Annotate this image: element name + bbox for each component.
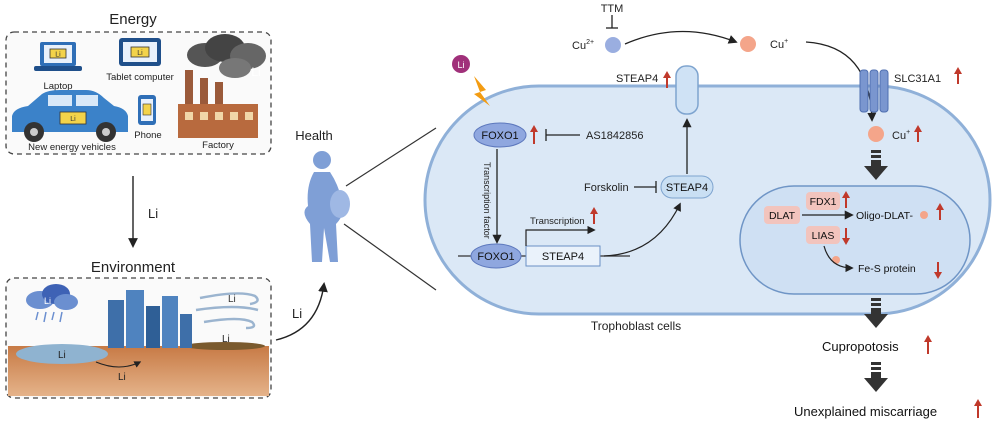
- cu2-dot: [605, 37, 621, 53]
- foxo1-dna-label: FOXO1: [477, 251, 514, 263]
- cuproptosis-up-arrow: [924, 335, 932, 354]
- transcription-factor-label: Transcription factor: [482, 162, 492, 239]
- foxo1-dna-bound: [470, 243, 522, 269]
- miscarriage-label: Unexplained miscarriage: [794, 404, 937, 419]
- cu1-dot: [740, 36, 756, 52]
- steap4-gene-box: [525, 245, 601, 267]
- li-ion: [452, 55, 470, 73]
- fdx1-label: FDX1: [810, 196, 837, 208]
- mito-to-cuproptosis-arrow: [864, 298, 888, 328]
- lias-box: [806, 226, 840, 244]
- lias-down-arrow: [842, 228, 850, 245]
- steap4-protein: [660, 175, 714, 199]
- dlat-label: DLAT: [769, 210, 796, 222]
- cuproptosis-to-miscarriage-arrow: [864, 362, 888, 392]
- dlat-box: [764, 206, 800, 224]
- environment-title: Environment: [91, 259, 176, 276]
- steap4-gene-label: STEAP4: [542, 251, 584, 263]
- fdx1-up-arrow: [842, 191, 850, 208]
- pregnant-woman-icon: [304, 151, 350, 262]
- ttm-label: TTM: [601, 3, 624, 15]
- cu1-superscript: +: [784, 38, 788, 45]
- cu-inside-label: Cu+: [892, 129, 910, 142]
- field-li-label: Li: [222, 334, 230, 345]
- cu-to-mitochondrion-arrow: [864, 150, 888, 180]
- zoom-line-bottom: [343, 223, 437, 291]
- transcription-factor-text: Transcription factor: [482, 162, 492, 239]
- transcription-label: Transcription: [530, 216, 585, 227]
- laptop-icon: [34, 42, 82, 71]
- factory-icon: [178, 34, 266, 138]
- health-label: Health: [295, 128, 333, 143]
- slc31a1-transporter: [859, 69, 889, 113]
- forskolin-label: Forskolin: [584, 182, 629, 194]
- slc31a1-up-arrow: [954, 67, 962, 84]
- steap4-protein-label: STEAP4: [666, 182, 708, 194]
- miscarriage-up-arrow: [974, 399, 982, 418]
- transcription-up-arrow: [590, 207, 598, 224]
- cu1-text: Cu: [770, 39, 784, 51]
- lias-label: LIAS: [812, 230, 835, 242]
- lias-to-fes-arrow: [823, 245, 854, 273]
- cu2-to-cu1-arrow: [624, 30, 738, 45]
- foxo1-label: FOXO1: [481, 130, 518, 142]
- as1842856-label: AS1842856: [586, 130, 644, 142]
- gene-to-steap4-arrow: [603, 202, 681, 257]
- tablet-icon: [119, 38, 161, 66]
- lightning-icon: [474, 76, 490, 106]
- laptop-battery-label: Li: [55, 52, 61, 59]
- fdx1-box: [806, 192, 840, 210]
- wind-li-label: Li: [228, 294, 236, 305]
- steap4-membrane-up-arrow: [663, 71, 671, 88]
- phone-label: Phone: [134, 130, 161, 141]
- tablet-battery-label: Li: [137, 50, 143, 57]
- environment-to-health-arrow: [275, 282, 328, 341]
- phone-icon: [138, 95, 156, 125]
- lake-li-label: Li: [58, 350, 66, 361]
- tablet-label: Tablet computer: [106, 72, 174, 83]
- cu-inside-up-arrow: [914, 125, 922, 142]
- lake-to-ground-arrow: [95, 361, 142, 368]
- li-ion-label: Li: [457, 60, 464, 70]
- energy-title: Energy: [109, 11, 157, 28]
- laptop-label: Laptop: [43, 81, 72, 92]
- car-icon: [12, 90, 128, 142]
- fes-protein-label: Fe-S protein: [858, 263, 916, 275]
- car-label: New energy vehicles: [28, 142, 116, 153]
- cu-inside-superscript: +: [906, 129, 910, 136]
- cu1-label: Cu+: [770, 38, 788, 51]
- oligo-dlat-cu-dot: [920, 211, 928, 219]
- energy-arrow-li-label: Li: [148, 206, 158, 221]
- cu2-label: Cu2+: [572, 39, 594, 52]
- oligo-dlat-label: Oligo-DLAT-: [856, 210, 913, 222]
- cu-inside-dot: [868, 126, 884, 142]
- cuproptosis-label: Cupropotosis: [822, 339, 899, 354]
- cu2-text: Cu: [572, 40, 586, 52]
- cu-inside-text: Cu: [892, 130, 906, 142]
- car-battery-label: Li: [70, 116, 76, 123]
- slc31a1-label: SLC31A1: [894, 73, 941, 85]
- environment-arrow-li-label: Li: [292, 306, 302, 321]
- fes-cu-dot: [832, 256, 840, 264]
- transcription-arrow: [525, 225, 596, 246]
- cloud-li-label: Li: [44, 296, 51, 306]
- steap4-membrane-channel: [675, 65, 699, 115]
- fes-down-arrow: [934, 262, 942, 279]
- factory-label: Factory: [202, 140, 234, 151]
- ground-li-label: Li: [118, 372, 126, 383]
- foxo1-protein: [473, 122, 527, 148]
- oligo-dlat-up-arrow: [936, 203, 944, 220]
- environment-scene: [8, 284, 269, 396]
- steap4-membrane-label: STEAP4: [616, 73, 658, 85]
- mitochondrion: [739, 185, 971, 295]
- zoom-line-top: [345, 127, 437, 187]
- factory-smoke-label: Li: [251, 65, 260, 79]
- cell-label: Trophoblast cells: [591, 319, 681, 333]
- foxo1-up-arrow: [530, 125, 538, 144]
- cu2-superscript: 2+: [586, 39, 594, 46]
